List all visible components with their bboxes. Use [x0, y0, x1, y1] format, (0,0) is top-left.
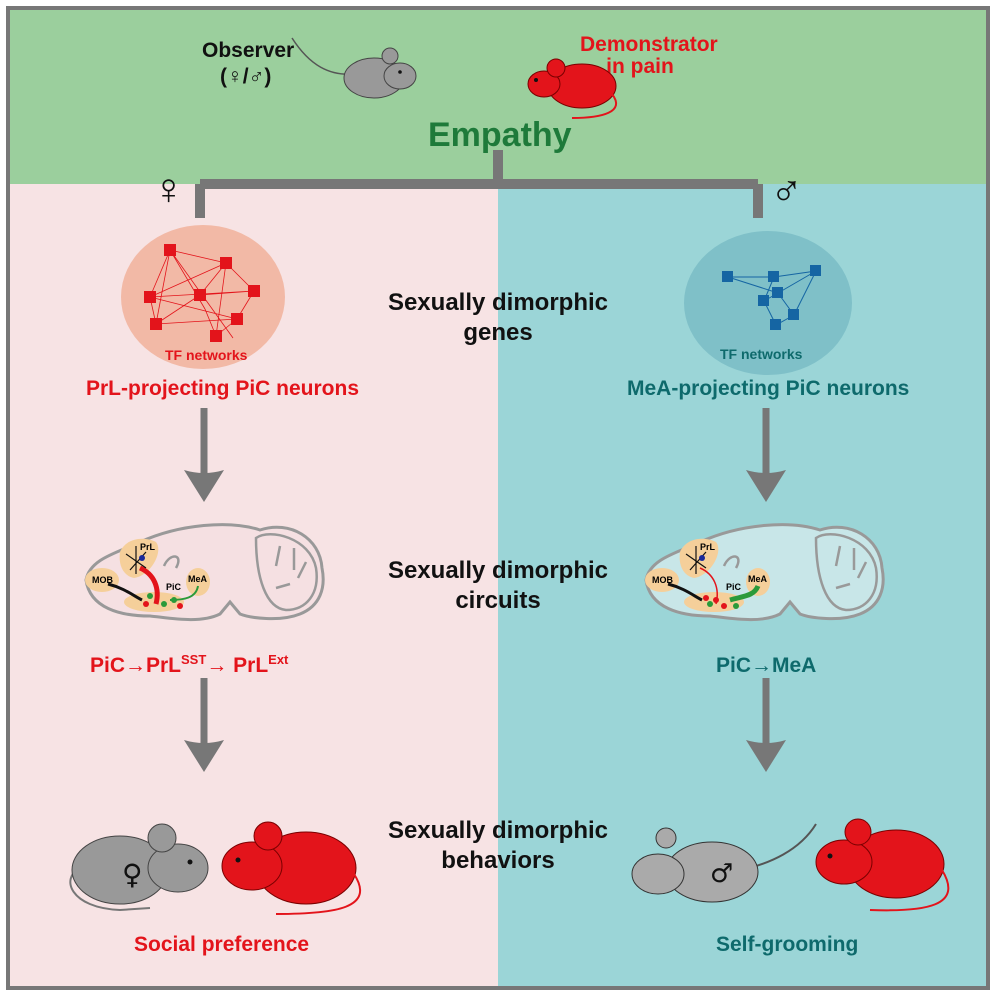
branch-connector [195, 150, 763, 218]
circuit-part-2: → PrL [206, 654, 269, 677]
male-arrow-2 [746, 678, 786, 772]
pic-label: PiC [166, 582, 182, 592]
female-circuit-label: PiC→PrLSST→ PrLExt [90, 652, 289, 677]
demonstrator-mouse-icon [527, 58, 618, 119]
male-grooming-mouse-icon: ♂ [631, 823, 817, 903]
mob-label: MOB [92, 575, 113, 585]
demonstrator-line2: in pain [606, 55, 674, 78]
circuit-part-1: PiC→PrL [90, 654, 182, 677]
genes-line1: Sexually dimorphic [387, 289, 609, 316]
mea-label: MeA [188, 574, 208, 584]
female-neurons-label: PrL-projecting PiC neurons [86, 377, 360, 400]
male-brain-diagram: PrL MOB PiC MeA [644, 523, 885, 622]
female-mouse-symbol: ♀ [122, 858, 143, 891]
male-demonstrator-mouse-icon [815, 818, 950, 912]
mob-label: MOB [652, 575, 673, 585]
female-observer-mouse-icon: ♀ [69, 823, 209, 912]
female-brain-diagram: PrL MOB PiC MeA [84, 523, 325, 622]
male-circuit-label: PiC→MeA [716, 654, 817, 677]
male-behavior-label: Self-grooming [716, 933, 859, 956]
female-tf-network [121, 225, 285, 369]
female-demonstrator-mouse-icon [221, 821, 362, 915]
prl-label: PrL [140, 542, 156, 552]
prl-region [119, 538, 159, 578]
circuit-part-sst: SST [181, 652, 207, 667]
observer-label: Observer [202, 39, 295, 62]
demonstrator-label: Demonstrator in pain [580, 34, 718, 78]
prl-label: PrL [700, 542, 716, 552]
circuits-line1: Sexually dimorphic [387, 557, 609, 584]
behaviors-label: Sexually dimorphic behaviors [10, 816, 986, 876]
mea-label: MeA [748, 574, 768, 584]
circuits-line2: circuits [455, 587, 541, 614]
male-mouse-symbol: ♂ [710, 859, 733, 889]
genes-label: Sexually dimorphic genes [10, 288, 986, 348]
female-behavior-label: Social preference [134, 933, 310, 956]
male-symbol: ♂ [770, 165, 803, 214]
female-arrow-2 [184, 678, 224, 772]
male-neurons-label: MeA-projecting PiC neurons [627, 377, 910, 400]
circuit-part-ext: Ext [268, 652, 289, 667]
graphical-abstract: Observer (♀/♂) Demonstrator in pain Empa… [6, 6, 990, 990]
male-arrow-1 [746, 408, 786, 502]
female-network-label: TF networks [165, 347, 248, 363]
behaviors-line2: behaviors [441, 847, 555, 874]
pic-label: PiC [726, 582, 742, 592]
observer-mouse-icon [291, 37, 417, 99]
circuits-label: Sexually dimorphic circuits [10, 556, 986, 616]
male-tf-network [684, 231, 852, 375]
genes-line2: genes [463, 319, 533, 346]
female-arrow-1 [184, 408, 224, 502]
mea-region [186, 568, 210, 596]
male-network-label: TF networks [720, 346, 803, 362]
observer-sex-label: (♀/♂) [220, 65, 272, 88]
female-symbol: ♀ [152, 165, 185, 214]
behaviors-line1: Sexually dimorphic [387, 817, 609, 844]
demonstrator-line1: Demonstrator [580, 33, 718, 56]
empathy-title: Empathy [428, 116, 572, 154]
